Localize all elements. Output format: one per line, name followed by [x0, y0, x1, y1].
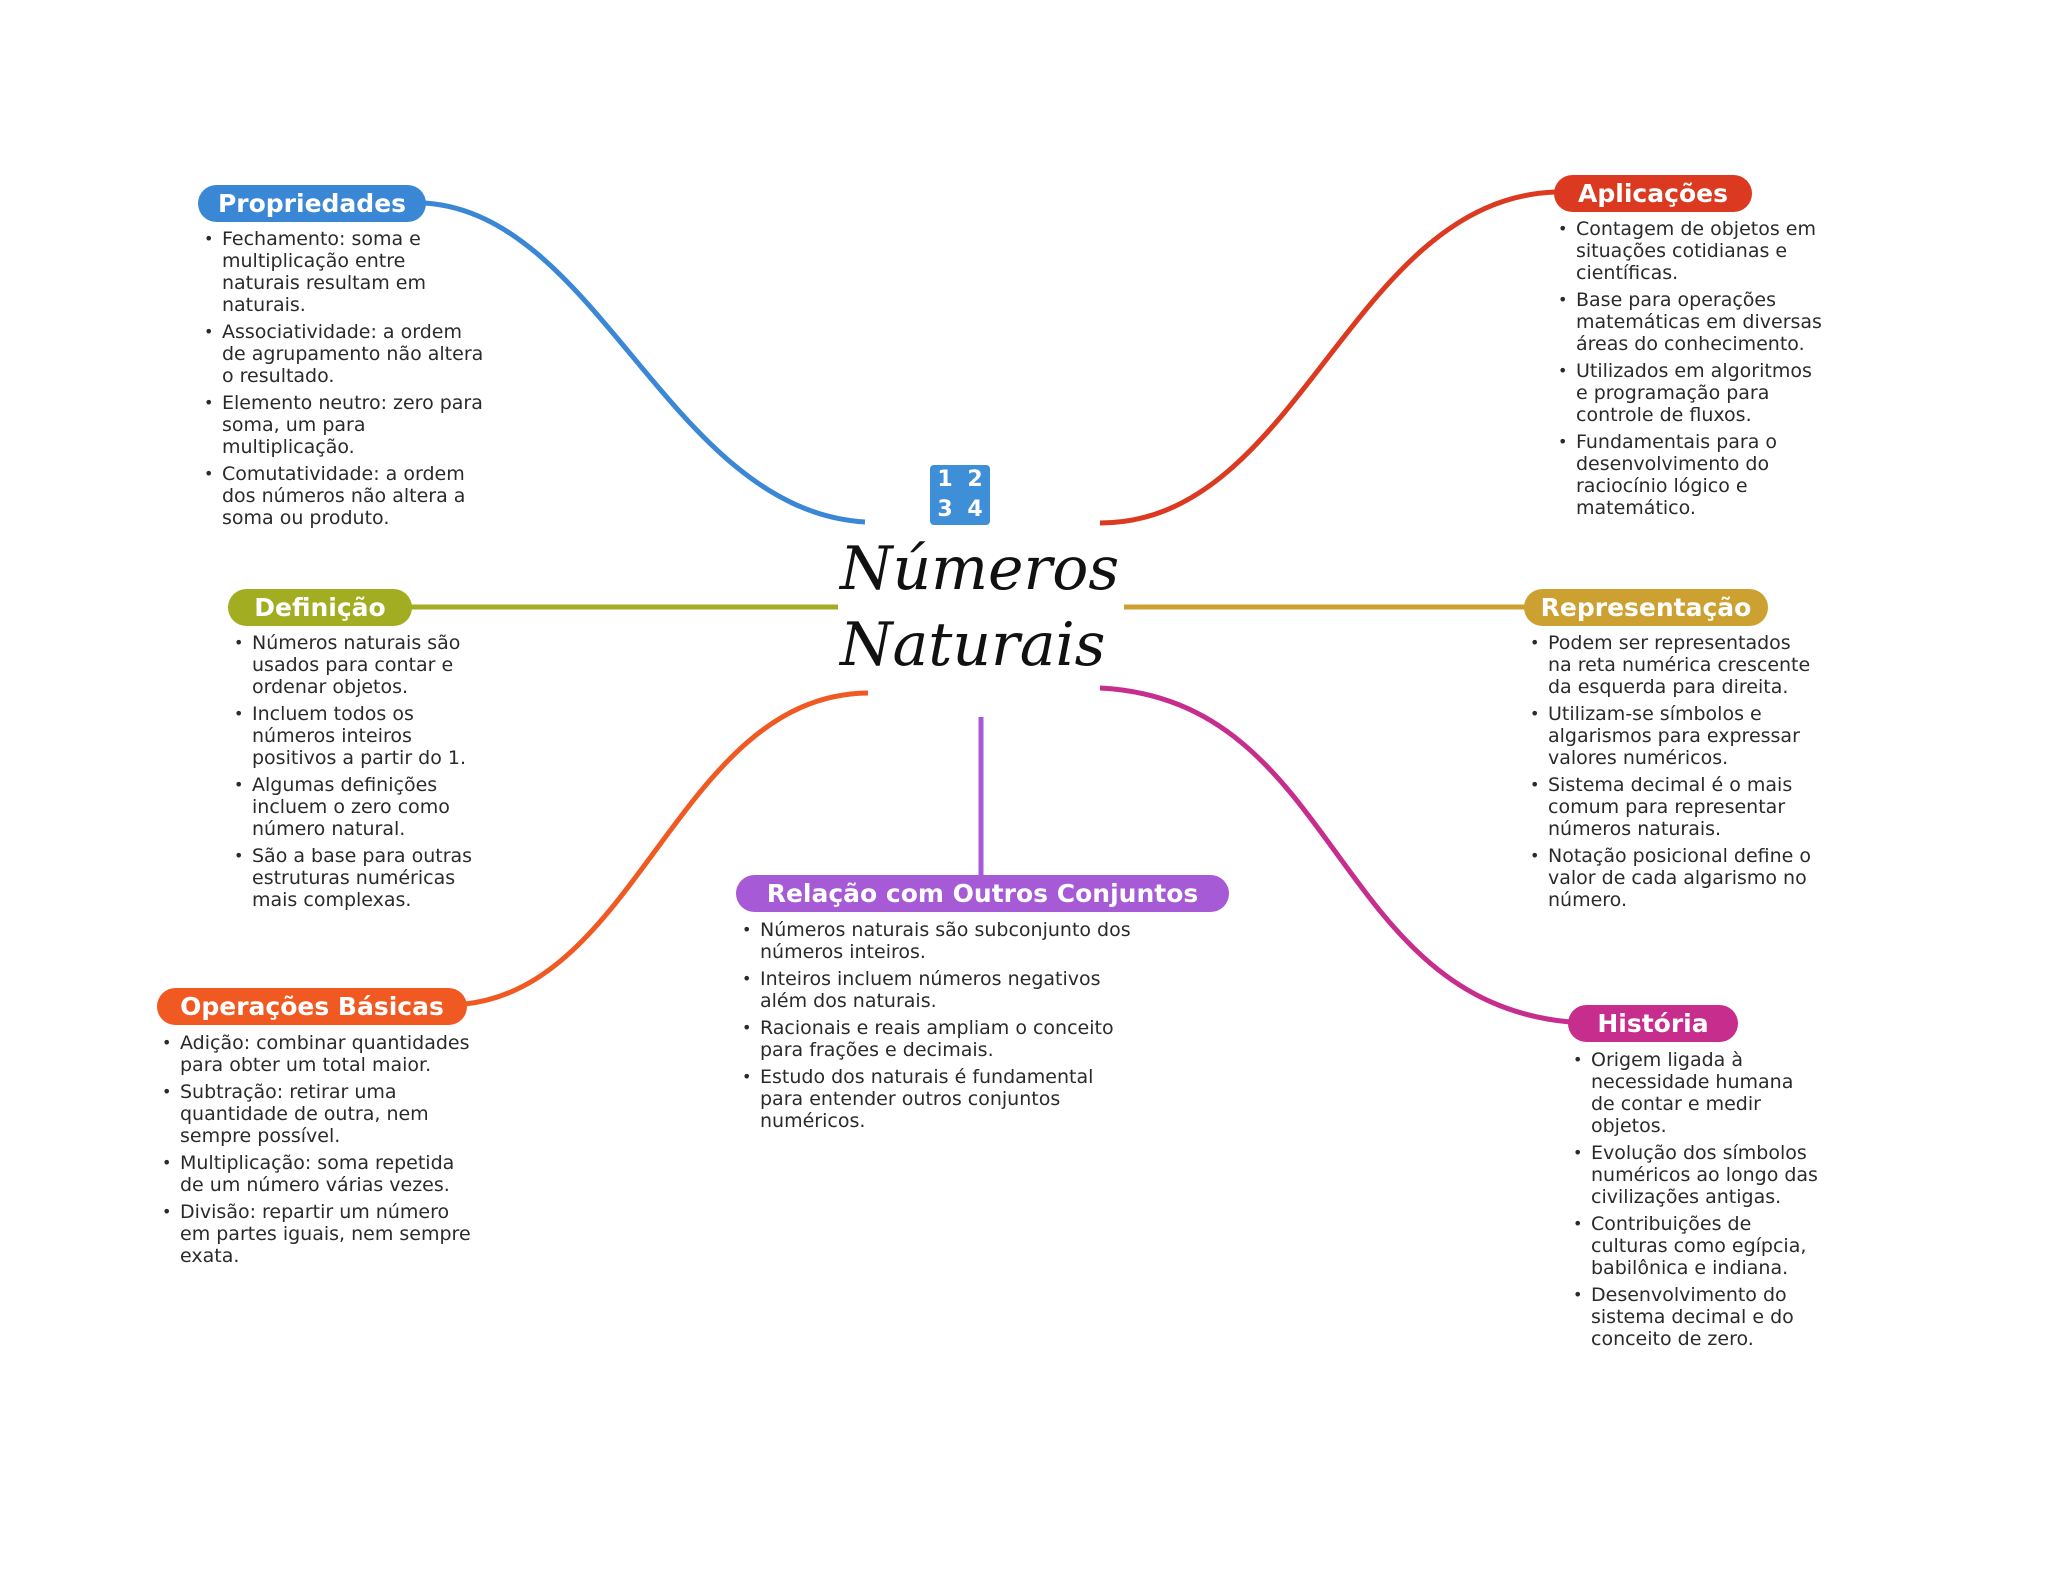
list-item: Fundamentais para o desenvolvimento do r…	[1558, 431, 1828, 519]
icon-digit: 3	[937, 497, 953, 522]
branch-notes-definicao: Números naturais são usados para contar …	[234, 632, 484, 916]
connector-aplicacoes	[1099, 189, 1556, 526]
list-item: Base para operações matemáticas em diver…	[1558, 289, 1828, 355]
branch-notes-operacoes: Adição: combinar quantidades para obter …	[162, 1032, 482, 1272]
branch-label-operacoes[interactable]: Operações Básicas	[157, 988, 467, 1025]
branch-label-representacao[interactable]: Representação	[1524, 589, 1768, 626]
central-title: Números Naturais	[840, 531, 1120, 683]
list-item: Origem ligada à necessidade humana de co…	[1573, 1049, 1818, 1137]
list-item: Números naturais são subconjunto dos núm…	[742, 919, 1142, 963]
list-item: Divisão: repartir um número em partes ig…	[162, 1201, 482, 1267]
branch-label-relacao[interactable]: Relação com Outros Conjuntos	[736, 875, 1229, 912]
list-item: Contribuições de culturas como egípcia, …	[1573, 1213, 1818, 1279]
connector-historia	[1099, 685, 1571, 1025]
branch-notes-propriedades: Fechamento: soma e multiplicação entre n…	[204, 228, 489, 534]
list-item: Racionais e reais ampliam o conceito par…	[742, 1017, 1142, 1061]
branch-notes-historia: Origem ligada à necessidade humana de co…	[1573, 1049, 1818, 1355]
branch-label-aplicacoes[interactable]: Aplicações	[1554, 175, 1752, 212]
list-item: Contagem de objetos em situações cotidia…	[1558, 218, 1828, 284]
list-item: Notação posicional define o valor de cad…	[1530, 845, 1820, 911]
central-topic: 1 2 3 4 Números Naturais	[840, 465, 1120, 683]
branch-label-propriedades[interactable]: Propriedades	[198, 185, 426, 222]
list-item: Evolução dos símbolos numéricos ao longo…	[1573, 1142, 1818, 1208]
branch-notes-aplicacoes: Contagem de objetos em situações cotidia…	[1558, 218, 1828, 524]
list-item: Comutatividade: a ordem dos números não …	[204, 463, 489, 529]
icon-digit: 4	[967, 497, 983, 522]
list-item: Podem ser representados na reta numérica…	[1530, 632, 1820, 698]
branch-notes-representacao: Podem ser representados na reta numérica…	[1530, 632, 1820, 916]
connector-operacoes	[464, 690, 869, 1007]
list-item: Desenvolvimento do sistema decimal e do …	[1573, 1284, 1818, 1350]
numbers-icon: 1 2 3 4	[930, 465, 990, 525]
list-item: Algumas definições incluem o zero como n…	[234, 774, 484, 840]
list-item: Elemento neutro: zero para soma, um para…	[204, 392, 489, 458]
branch-label-historia[interactable]: História	[1568, 1005, 1738, 1042]
list-item: Utilizados em algoritmos e programação p…	[1558, 360, 1828, 426]
list-item: São a base para outras estruturas numéri…	[234, 845, 484, 911]
icon-digit: 1	[937, 467, 953, 492]
list-item: Utilizam-se símbolos e algarismos para e…	[1530, 703, 1820, 769]
branch-label-definicao[interactable]: Definição	[228, 589, 412, 626]
central-title-line2: Naturais	[840, 610, 1106, 680]
list-item: Subtração: retirar uma quantidade de out…	[162, 1081, 482, 1147]
list-item: Multiplicação: soma repetida de um númer…	[162, 1152, 482, 1196]
list-item: Números naturais são usados para contar …	[234, 632, 484, 698]
central-title-line1: Números	[840, 534, 1120, 604]
list-item: Fechamento: soma e multiplicação entre n…	[204, 228, 489, 316]
connector-propriedades	[424, 200, 866, 525]
list-item: Sistema decimal é o mais comum para repr…	[1530, 774, 1820, 840]
list-item: Inteiros incluem números negativos além …	[742, 968, 1142, 1012]
list-item: Adição: combinar quantidades para obter …	[162, 1032, 482, 1076]
branch-notes-relacao: Números naturais são subconjunto dos núm…	[742, 919, 1142, 1137]
list-item: Estudo dos naturais é fundamental para e…	[742, 1066, 1142, 1132]
list-item: Incluem todos os números inteiros positi…	[234, 703, 484, 769]
icon-digit: 2	[967, 467, 983, 492]
list-item: Associatividade: a ordem de agrupamento …	[204, 321, 489, 387]
